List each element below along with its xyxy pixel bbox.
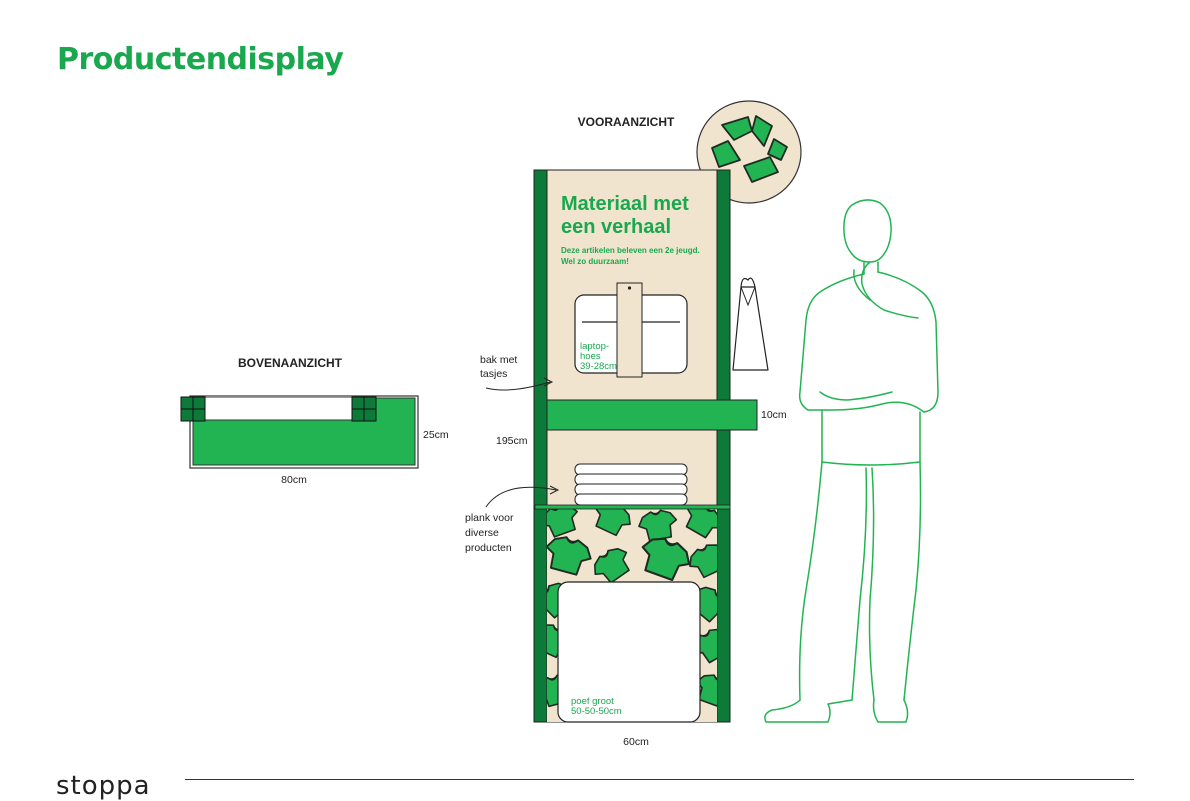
annotation-shelf-2: diverse bbox=[465, 527, 499, 539]
page-title: Productendisplay bbox=[57, 42, 344, 77]
front-view-heading: VOORAANZICHT bbox=[578, 115, 675, 129]
top-view-heading: BOVENAANZICHT bbox=[238, 356, 343, 370]
bin-depth-label: 10cm bbox=[761, 409, 787, 421]
laptop-sleeve: laptop- hoes 39-28cm bbox=[574, 282, 688, 378]
width-label: 60cm bbox=[623, 736, 649, 748]
panel-headline-1: Materiaal met bbox=[561, 193, 689, 215]
panel-headline-2: een verhaal bbox=[561, 216, 671, 238]
top-view-outline bbox=[189, 395, 419, 469]
product-tag bbox=[616, 282, 643, 378]
left-post bbox=[533, 169, 548, 723]
folded-stack bbox=[574, 463, 688, 506]
laptop-label-3: 39-28cm bbox=[580, 361, 617, 372]
top-view-depth-label: 25cm bbox=[423, 429, 449, 441]
laptop-label-1: laptop- bbox=[580, 341, 609, 352]
annotation-shelf-arrow bbox=[485, 486, 557, 508]
panel-subtitle-1: Deze artikelen beleven een 2e jeugd. bbox=[561, 246, 700, 255]
laptop-label-2: hoes bbox=[580, 351, 601, 362]
footer-divider bbox=[185, 779, 1134, 780]
annotations: bak met tasjes plank voor diverse produc… bbox=[465, 354, 560, 554]
bag-bin bbox=[546, 399, 758, 431]
recycle-icon bbox=[711, 115, 788, 183]
annotation-shelf-1: plank voor bbox=[465, 512, 514, 524]
top-view-notch bbox=[193, 398, 355, 420]
top-view-post-left bbox=[180, 396, 206, 422]
top-view: BOVENAANZICHT 80cm 25cm bbox=[180, 356, 449, 486]
tote-bag-icon bbox=[732, 277, 769, 371]
top-view-post-right bbox=[351, 396, 377, 422]
pouf bbox=[557, 581, 701, 723]
annotation-bin-arrow bbox=[485, 381, 551, 391]
panel-subtitle-2: Wel zo duurzaam! bbox=[561, 257, 629, 266]
front-view: VOORAANZICHT bbox=[496, 100, 802, 748]
top-view-width-label: 80cm bbox=[281, 474, 307, 486]
brand-logo: stoppa bbox=[56, 771, 151, 801]
annotation-bin-2: tasjes bbox=[480, 368, 507, 380]
person-silhouette-icon bbox=[764, 199, 939, 723]
pouf-label-2: 50-50-50cm bbox=[571, 706, 622, 717]
pouf-label-1: poef groot bbox=[571, 696, 614, 707]
right-post bbox=[716, 169, 731, 723]
height-label: 195cm bbox=[496, 435, 528, 447]
shelf bbox=[534, 504, 731, 510]
annotation-shelf-3: producten bbox=[465, 542, 512, 554]
annotation-bin-1: bak met bbox=[480, 354, 517, 366]
